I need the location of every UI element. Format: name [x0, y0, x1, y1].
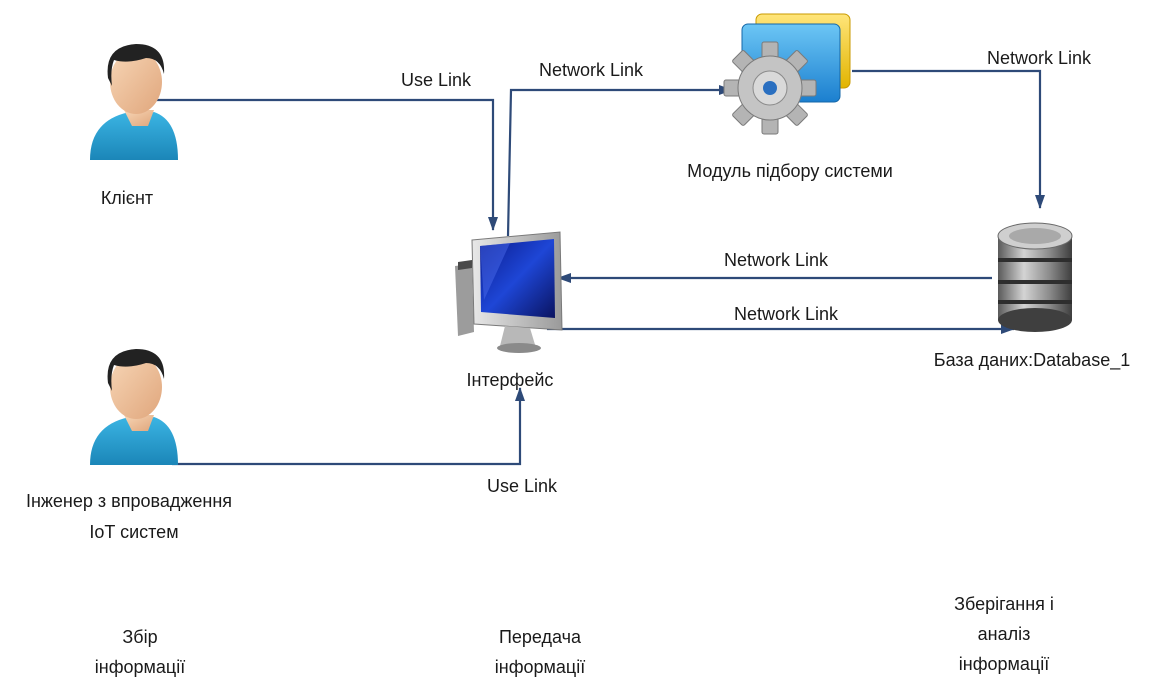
module-gear-application-icon[interactable] [723, 13, 851, 135]
stage-storage-line3: інформації [959, 654, 1049, 674]
link-label-module-database: Network Link [987, 48, 1092, 68]
link-label-interface-module: Network Link [539, 60, 644, 80]
stage-collection-line2: інформації [95, 657, 185, 677]
interface-label: Інтерфейс [467, 370, 554, 390]
link-client-interface[interactable] [155, 98, 498, 231]
engineer-label-line2: IoT систем [89, 522, 178, 542]
module-label: Модуль підбору системи [687, 161, 893, 181]
database-icon[interactable] [997, 222, 1073, 332]
stage-collection-line1: Збір [122, 627, 157, 647]
link-module-database[interactable] [852, 69, 1045, 209]
link-engineer-interface[interactable] [172, 387, 525, 466]
link-label-engineer-interface: Use Link [487, 476, 558, 496]
interface-computer-icon[interactable] [455, 231, 563, 353]
stage-storage-line2: аналіз [978, 624, 1031, 644]
stage-storage-line1: Зберігання і [954, 594, 1054, 614]
link-label-interface-database: Network Link [734, 304, 839, 324]
engineer-label-line1: Інженер з впровадження [26, 491, 232, 511]
stage-transfer-line2: інформації [495, 657, 585, 677]
link-label-database-interface: Network Link [724, 250, 829, 270]
database-label: База даних:Database_1 [934, 350, 1130, 371]
link-interface-module[interactable] [506, 85, 733, 237]
client-user-icon[interactable] [90, 44, 178, 160]
link-label-client-interface: Use Link [401, 70, 472, 90]
client-label: Клієнт [101, 188, 153, 208]
engineer-user-icon[interactable] [90, 349, 178, 465]
stage-transfer-line1: Передача [499, 627, 582, 647]
